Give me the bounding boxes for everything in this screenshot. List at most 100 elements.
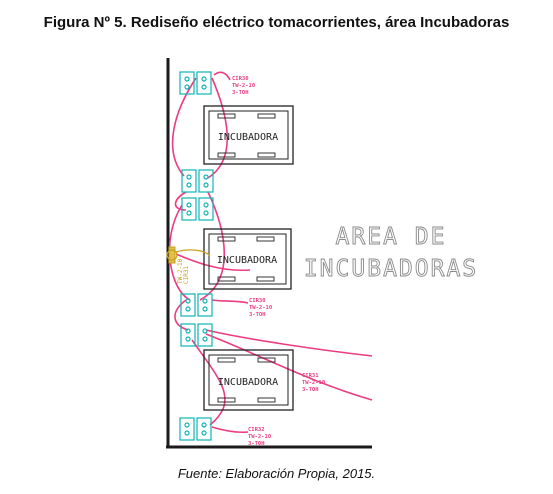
incubator-body [203, 105, 294, 165]
outlet-socket [202, 306, 208, 312]
incubator-handle [256, 236, 275, 242]
incubator-3: INCUBADORA [203, 349, 294, 411]
outlet-socket [184, 430, 190, 436]
panel-box [168, 246, 176, 264]
outlet-socket [184, 84, 190, 90]
panel-tag-line1: TW-2-10 [177, 258, 184, 284]
outlet [179, 71, 195, 95]
outlet [197, 323, 213, 347]
incubator-handle [257, 357, 276, 363]
circuit-tag-line: CIR32 [248, 427, 265, 433]
incubator-handle [217, 397, 236, 403]
wire-run [205, 329, 373, 357]
wire-run [211, 299, 249, 304]
outlet-socket [203, 174, 209, 180]
outlet [181, 197, 197, 221]
incubator-handle [257, 397, 276, 403]
incubator-2: INCUBADORA [203, 228, 292, 290]
circuit-tag-line: 3-TOH [302, 387, 319, 393]
incubator-handle [217, 113, 236, 119]
circuit-tag-line: 3-TOH [249, 312, 266, 318]
incubator-handle [217, 236, 236, 242]
outlet-socket [184, 422, 190, 428]
outlet [180, 323, 196, 347]
wire-run [171, 77, 197, 177]
circuit-tag-line: TW-2-10 [302, 380, 325, 386]
outlet-socket [185, 336, 191, 342]
wire-run [213, 71, 231, 81]
wire-run [207, 77, 228, 179]
outlet [179, 417, 195, 441]
outlet-socket [202, 328, 208, 334]
outlet-socket [201, 76, 207, 82]
circuit-tag-line: 3-TOH [248, 441, 265, 447]
outlet-socket [185, 298, 191, 304]
outlet-socket [201, 84, 207, 90]
outlet-socket [185, 328, 191, 334]
outlet-socket [184, 76, 190, 82]
wire-run [174, 191, 187, 211]
outlet [198, 197, 214, 221]
area-label-line1: AREA DE [336, 224, 447, 250]
outlet [198, 169, 214, 193]
outlet-socket [186, 210, 192, 216]
incubator-handle [256, 276, 275, 282]
circuit-tags: CIR30 TW-2-10 3-TOH CIR30 TW-2-10 3-TOH … [232, 76, 325, 447]
outlet-socket [203, 202, 209, 208]
area-label-line2: INCUBADORAS [304, 256, 478, 282]
outlet-socket [202, 298, 208, 304]
wire-run [191, 339, 226, 426]
outlet-socket [202, 336, 208, 342]
circuit-tag-line: 3-TOH [232, 90, 249, 96]
electrical-panel: TW-2-10 CIR31 [166, 246, 211, 284]
outlet [180, 293, 196, 317]
figure-title: Figura Nº 5. Rediseño eléctrico tomacorr… [43, 14, 510, 31]
wiring-group [168, 71, 373, 434]
incubator-label: INCUBADORA [218, 132, 278, 143]
panel-symbol [166, 249, 178, 261]
incubator-inner [208, 233, 287, 285]
outlet [197, 293, 213, 317]
outlet-socket [186, 182, 192, 188]
outlet-socket [186, 202, 192, 208]
wire-run [211, 426, 249, 434]
incubator-handle [217, 152, 236, 158]
circuit-tag-line: CIR30 [249, 298, 266, 304]
outlet-socket [185, 306, 191, 312]
outlet-pair [179, 417, 212, 441]
incubator-inner [208, 354, 289, 406]
outlet-socket [203, 182, 209, 188]
incubator-handle [217, 276, 236, 282]
outlet-pair [180, 293, 213, 317]
outlet-pair [179, 71, 212, 95]
outlet-pair [181, 169, 214, 193]
wire-run [205, 333, 373, 401]
outlet-pair [180, 323, 213, 347]
outlet-socket [203, 210, 209, 216]
outlet [181, 169, 197, 193]
circuit-tag-line: TW-2-10 [249, 305, 272, 311]
outlet [196, 417, 212, 441]
panel-feed [175, 249, 211, 257]
incubator-label: INCUBADORA [217, 255, 277, 266]
outlet-socket [186, 174, 192, 180]
incubator-inner [208, 110, 289, 160]
circuit-tag-line: CIR30 [232, 76, 249, 82]
incubator-body [203, 228, 292, 290]
panel-tag-line2: CIR31 [183, 266, 190, 284]
outlet-socket [201, 430, 207, 436]
outlet [196, 71, 212, 95]
incubator-label: INCUBADORA [218, 377, 278, 388]
incubator-handle [217, 357, 236, 363]
incubator-body [203, 349, 294, 411]
figure-caption: Fuente: Elaboración Propia, 2015. [177, 466, 376, 481]
outlet-socket [201, 422, 207, 428]
circuit-tag-line: CIR31 [302, 373, 319, 379]
incubator-handle [257, 152, 276, 158]
incubator-1: INCUBADORA [203, 105, 294, 165]
incubator-handle [257, 113, 276, 119]
circuit-tag-line: TW-2-10 [248, 434, 271, 440]
outlets-group [179, 71, 214, 441]
wire-run [174, 299, 189, 331]
